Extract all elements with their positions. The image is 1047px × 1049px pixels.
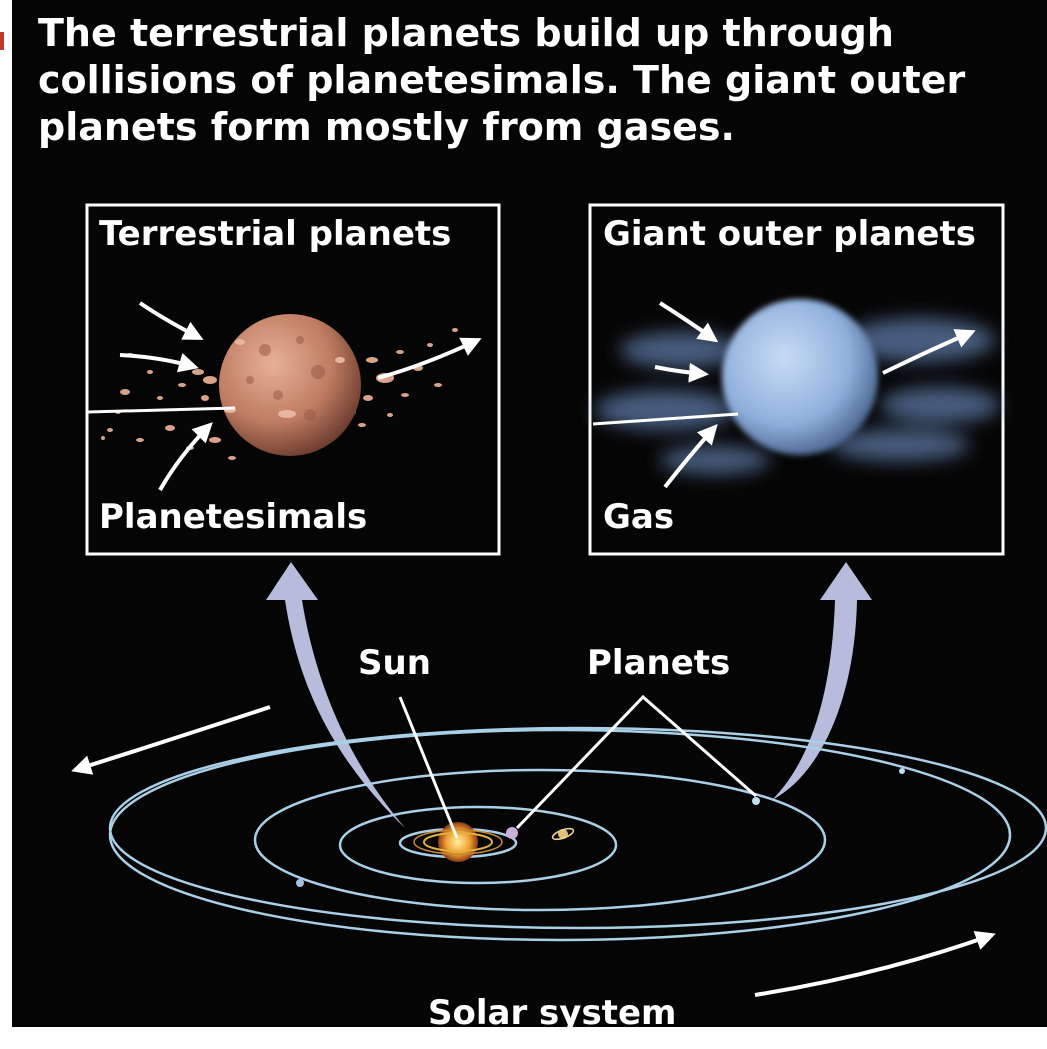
solar-system-title: Solar system	[428, 993, 677, 1033]
giant-formation-arrow	[772, 562, 872, 800]
orbit-rings	[108, 726, 1047, 942]
accent-marker	[0, 32, 4, 50]
forming-terrestrial-planet	[219, 314, 361, 456]
terrestrial-formation-arrow	[266, 562, 405, 828]
rotation-arrow-right	[754, 930, 996, 997]
planet-marker-left	[296, 879, 304, 887]
planets-label: Planets	[587, 643, 731, 683]
planet-marker-far	[899, 768, 905, 774]
giant-box	[588, 203, 1005, 556]
sun-icon	[413, 822, 503, 862]
terrestrial-box	[85, 203, 501, 556]
planetesimals-label: Planetesimals	[99, 497, 368, 537]
sun-pointer-line	[398, 696, 459, 839]
giant-pointer-line	[592, 412, 739, 426]
terrestrial-box-title: Terrestrial planets	[99, 214, 452, 254]
ringed-planet-icon	[551, 827, 575, 841]
terrestrial-pointer-line	[87, 406, 236, 414]
sun-label: Sun	[358, 643, 431, 683]
gas-label: Gas	[603, 497, 675, 537]
planets-pointer-lines	[515, 694, 757, 830]
planet-marker-inner	[506, 827, 518, 839]
terrestrial-inflow-arrows	[119, 301, 482, 491]
figure-caption: The terrestrial planets build up through…	[38, 11, 966, 149]
rotation-arrow-left	[71, 705, 271, 775]
giant-inflow-arrows	[654, 301, 976, 489]
giant-box-title: Giant outer planets	[603, 214, 976, 254]
forming-giant-planet	[722, 299, 878, 455]
planet-marker-outer	[752, 797, 760, 805]
